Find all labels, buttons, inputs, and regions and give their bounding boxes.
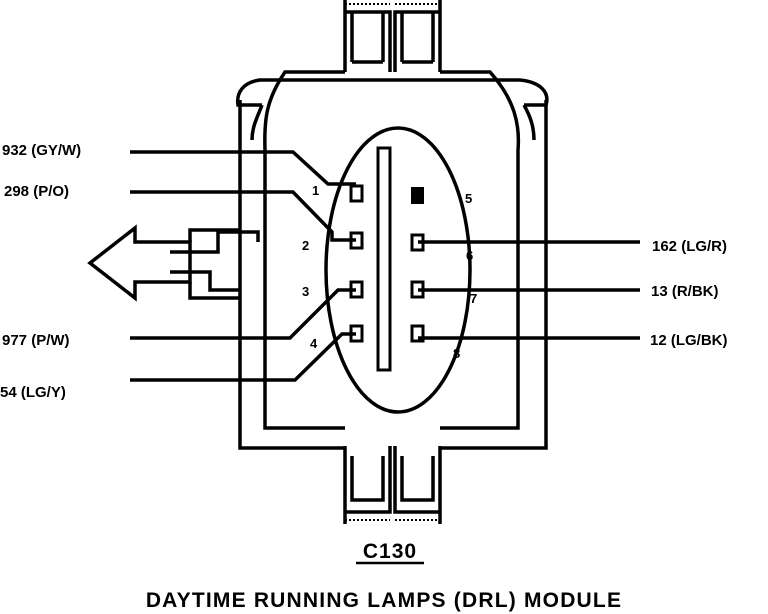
- bottom-latch-tabs: [343, 446, 442, 524]
- pin-number: 7: [470, 291, 477, 306]
- right-wires: [418, 240, 640, 340]
- wire-label-162: 162 (LG/R): [652, 238, 727, 255]
- pin-8-socket: [410, 324, 425, 343]
- wire-label-13: 13 (R/BK): [651, 283, 719, 300]
- connector-label: C130: [363, 540, 417, 563]
- wire-label-932: 932 (GY/W): [2, 142, 81, 159]
- left-wires: [130, 150, 356, 382]
- wire-label-12: 12 (LG/BK): [650, 332, 728, 349]
- wire-54: [130, 332, 356, 382]
- wire-label-298: 298 (P/O): [4, 183, 69, 200]
- top-latch-tabs: [343, 0, 442, 72]
- connector-face: [324, 126, 472, 414]
- pin-number: 1: [312, 183, 319, 198]
- pin-number: 3: [302, 284, 309, 299]
- pin-number: 5: [465, 191, 472, 206]
- module-title: DAYTIME RUNNING LAMPS (DRL) MODULE: [146, 589, 622, 612]
- pin-number: 2: [302, 238, 309, 253]
- left-arrow-icon: [87, 224, 260, 302]
- pin-number: 4: [310, 336, 318, 351]
- pin-number: 8: [453, 346, 460, 361]
- pin-5-socket: [411, 187, 424, 204]
- wire-977: [130, 288, 356, 340]
- wire-label-54: 54 (LG/Y): [0, 384, 66, 401]
- pin-1-socket: [349, 184, 364, 203]
- pin-numbers: 1 2 3 4 5 6 7 8: [302, 183, 477, 361]
- module-body: [235, 70, 549, 450]
- wire-932: [130, 150, 356, 186]
- pin-number: 6: [466, 248, 473, 263]
- wire-label-977: 977 (P/W): [2, 332, 70, 349]
- wire-298: [130, 190, 356, 242]
